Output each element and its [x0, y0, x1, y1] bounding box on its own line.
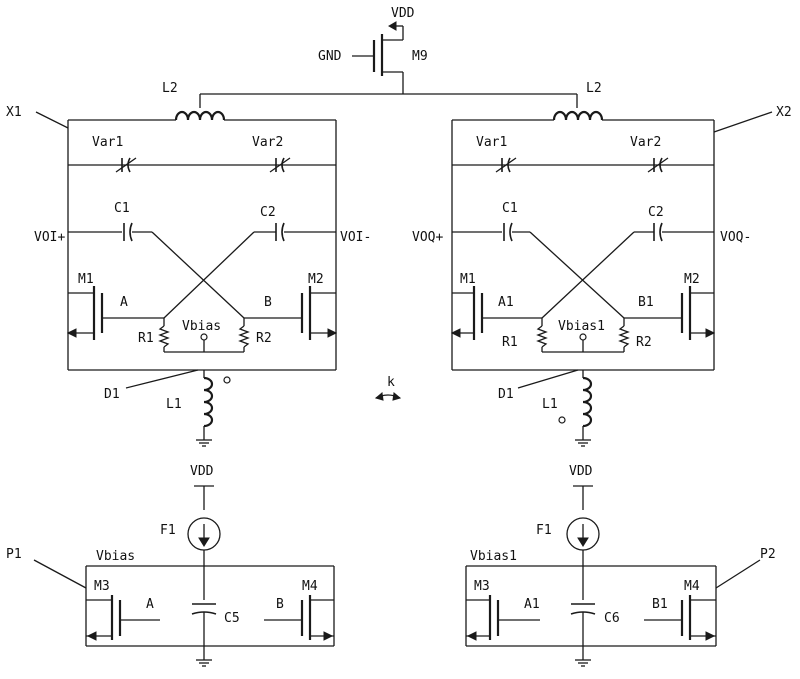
voi-minus-label: VOI- — [340, 230, 371, 245]
var2-label-left: Var2 — [252, 135, 283, 150]
var1-label-left: Var1 — [92, 135, 123, 150]
tank-x2 — [450, 110, 716, 447]
b1-label-right: B1 — [638, 295, 654, 310]
f1-label-left: F1 — [160, 523, 176, 538]
m3-label-right: M3 — [474, 579, 490, 594]
transistor-m9 — [352, 21, 404, 94]
var2-label-right: Var2 — [630, 135, 661, 150]
r1-label-left: R1 — [138, 331, 154, 346]
m9-label: M9 — [412, 49, 428, 64]
varactor-var2-left — [269, 157, 291, 173]
vbias1-node-right — [579, 333, 587, 341]
vbias-node-left — [200, 333, 208, 341]
a-label-left: A — [120, 295, 128, 310]
inductor-l1-left — [203, 376, 214, 428]
mutual-dot-right — [558, 416, 566, 424]
r2-label-right: R2 — [636, 335, 652, 350]
a1-label-right: A1 — [498, 295, 514, 310]
mutual-dot-left — [223, 376, 231, 384]
voq-plus-label: VOQ+ — [412, 230, 443, 245]
vdd-label-right: VDD — [569, 464, 593, 479]
m2-label-left: M2 — [308, 272, 324, 287]
varactor-var1-right — [495, 157, 517, 173]
c5-label: C5 — [224, 611, 240, 626]
m9-output-wire — [199, 93, 578, 108]
b-label-p1: B — [276, 597, 284, 612]
l1-label-right: L1 — [542, 397, 558, 412]
k-coupling-label: k — [387, 375, 395, 390]
vbias-label-left: Vbias — [182, 319, 221, 334]
c2-label-right: C2 — [648, 205, 664, 220]
ground-symbol-l1-right — [575, 439, 591, 447]
c1-label-left: C1 — [114, 201, 130, 216]
r1-label-right: R1 — [502, 335, 518, 350]
capacitor-c2-right — [653, 222, 663, 242]
m1-label-right: M1 — [460, 272, 476, 287]
inductor-l2-left — [174, 110, 226, 121]
var1-label-right: Var1 — [476, 135, 507, 150]
vdd-label-left: VDD — [190, 464, 214, 479]
l2-label-left: L2 — [162, 81, 178, 96]
transistor-m1-left — [66, 286, 164, 340]
m4-label-right: M4 — [684, 579, 700, 594]
m1-label-left: M1 — [78, 272, 94, 287]
inductor-l1-right — [582, 376, 593, 428]
capacitor-c1-right — [503, 222, 513, 242]
c2-label-left: C2 — [260, 205, 276, 220]
transistor-m1-right — [450, 286, 542, 340]
resistor-r1-left — [158, 325, 170, 348]
m2-label-right: M2 — [684, 272, 700, 287]
d1-label-left: D1 — [104, 387, 120, 402]
varactor-var2-right — [647, 157, 669, 173]
vbias1-label-right: Vbias1 — [558, 319, 605, 334]
m3-label-left: M3 — [94, 579, 110, 594]
voq-minus-label: VOQ- — [720, 230, 751, 245]
bias-circuit-p1 — [33, 485, 335, 667]
d1-label-right: D1 — [498, 387, 514, 402]
resistor-r2-left — [238, 325, 250, 348]
tank-x1 — [66, 110, 338, 447]
vbias1-label-p2: Vbias1 — [470, 549, 517, 564]
inductor-l2-right — [552, 110, 604, 121]
resistor-r1-right — [536, 325, 548, 348]
c6-label: C6 — [604, 611, 620, 626]
a-label-p1: A — [146, 597, 154, 612]
resistor-r2-right — [618, 325, 630, 348]
x1-label: X1 — [6, 105, 22, 120]
b-label-left: B — [264, 295, 272, 310]
gnd-label-top: GND — [318, 49, 342, 64]
vdd-label-top: VDD — [391, 6, 415, 21]
l2-label-right: L2 — [586, 81, 602, 96]
bias-circuit-p2 — [465, 485, 761, 667]
transistor-m2-left — [244, 286, 338, 340]
l1-label-left: L1 — [166, 397, 182, 412]
voi-plus-label: VOI+ — [34, 230, 65, 245]
varactor-var1-left — [115, 157, 137, 173]
a1-label-p2: A1 — [524, 597, 540, 612]
vbias-label-p1: Vbias — [96, 549, 135, 564]
transistor-m2-right — [624, 286, 716, 340]
capacitor-c1-left — [123, 222, 133, 242]
f1-label-right: F1 — [536, 523, 552, 538]
capacitor-c2-left — [275, 222, 285, 242]
p2-label: P2 — [760, 547, 776, 562]
x2-label: X2 — [776, 105, 792, 120]
b1-label-p2: B1 — [652, 597, 668, 612]
m4-label-left: M4 — [302, 579, 318, 594]
c1-label-right: C1 — [502, 201, 518, 216]
r2-label-left: R2 — [256, 331, 272, 346]
ground-symbol-l1-left — [196, 439, 212, 447]
p1-label: P1 — [6, 547, 22, 562]
